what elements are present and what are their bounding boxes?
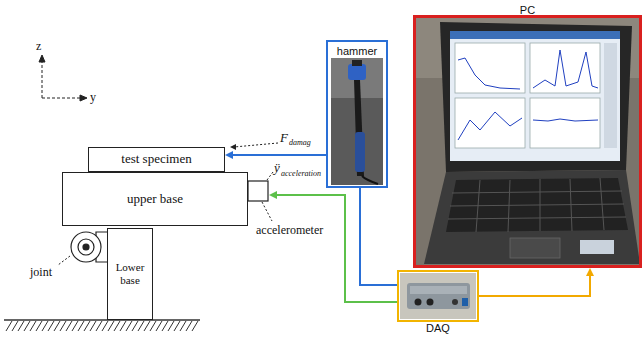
usb-cable bbox=[479, 268, 594, 296]
acceleration-subscript: acceleration bbox=[281, 170, 321, 178]
axis-label: y bbox=[90, 91, 96, 103]
axis-label: z bbox=[36, 40, 41, 52]
laptop-photo bbox=[416, 18, 640, 265]
laptop-photo bbox=[446, 178, 628, 232]
upper-base-box: upper base bbox=[62, 172, 248, 226]
node-text: test specimen bbox=[121, 152, 191, 167]
hammer-photo bbox=[331, 58, 383, 185]
pc-frame: PC bbox=[413, 15, 642, 268]
connector-line bbox=[360, 188, 397, 285]
laptop-photo bbox=[450, 31, 620, 161]
joint-symbol bbox=[71, 232, 101, 262]
laptop-photo bbox=[448, 191, 626, 219]
specimen-box: test specimen bbox=[88, 147, 225, 172]
leader-lines bbox=[58, 143, 278, 265]
node-text: DAQ bbox=[389, 322, 487, 335]
hammer-photo bbox=[362, 176, 378, 184]
leader-lines bbox=[267, 172, 273, 180]
daq-photo bbox=[400, 273, 476, 319]
leader-arrowheads bbox=[230, 144, 236, 150]
part-label: joint bbox=[30, 266, 52, 278]
laptop-photo bbox=[424, 170, 640, 264]
laptop-photo bbox=[455, 43, 525, 93]
laptop-photo bbox=[455, 98, 525, 148]
joint-symbol bbox=[83, 244, 89, 250]
hammer-photo bbox=[348, 64, 366, 80]
daq-photo bbox=[452, 299, 458, 305]
hammer-frame: hammer bbox=[326, 40, 388, 188]
laptop-photo bbox=[604, 43, 617, 148]
leader-arrowheads bbox=[230, 144, 236, 150]
laptop-photo bbox=[580, 240, 614, 254]
arrowhead bbox=[225, 151, 233, 159]
hammer-cable bbox=[360, 188, 397, 285]
daq-photo bbox=[427, 299, 434, 306]
node-text: PC bbox=[416, 4, 639, 17]
laptop-photo bbox=[510, 238, 560, 258]
laptop-photo bbox=[533, 50, 598, 88]
daq-photo bbox=[462, 298, 468, 306]
ground-hatch bbox=[6, 321, 198, 331]
force-connector bbox=[225, 151, 326, 159]
leader-lines bbox=[58, 256, 70, 265]
ground-hatch bbox=[4, 320, 200, 331]
connector-line bbox=[231, 154, 326, 156]
hammer-photo bbox=[355, 132, 365, 172]
hammer-photo bbox=[354, 80, 364, 176]
laptop-photo bbox=[533, 119, 598, 121]
accelerometer-wire bbox=[269, 191, 277, 199]
daq-photo bbox=[410, 286, 467, 294]
axis-arrows bbox=[42, 98, 82, 99]
axis-arrows bbox=[80, 95, 87, 101]
laptop-photo bbox=[530, 98, 600, 148]
laptop-photo bbox=[416, 18, 639, 265]
acceleration-symbol: ÿ bbox=[274, 161, 280, 174]
laptop-photo bbox=[476, 178, 604, 232]
hammer-photo bbox=[352, 60, 362, 66]
node-text: hammer bbox=[328, 42, 386, 58]
axis-arrows bbox=[39, 55, 87, 101]
arrowhead bbox=[586, 268, 594, 276]
lower-base-box: Lower base bbox=[107, 228, 153, 320]
axis-arrows bbox=[39, 55, 45, 62]
ground-hatch bbox=[4, 319, 200, 321]
joint-symbol bbox=[71, 232, 108, 262]
force-subscript: damag bbox=[289, 139, 311, 147]
joint-symbol bbox=[78, 239, 94, 255]
part-label: accelerometer bbox=[256, 224, 323, 236]
laptop-photo bbox=[458, 58, 520, 89]
laptop-photo bbox=[530, 43, 600, 93]
daq-frame: DAQ bbox=[397, 270, 479, 322]
daq-photo bbox=[407, 283, 470, 309]
axis-arrows bbox=[42, 60, 43, 98]
hammer-photo bbox=[331, 58, 383, 185]
force-symbol: F bbox=[280, 131, 288, 144]
laptop-photo bbox=[440, 22, 632, 172]
accelerometer-symbol bbox=[248, 181, 268, 201]
connector-line bbox=[479, 274, 590, 296]
laptop-photo bbox=[458, 112, 522, 140]
leader-lines bbox=[262, 202, 272, 221]
node-text: Lower base bbox=[111, 261, 149, 286]
accelerometer-symbol bbox=[248, 181, 268, 201]
daq-photo bbox=[400, 273, 476, 319]
node-text: upper base bbox=[127, 192, 183, 207]
laptop-photo bbox=[450, 31, 620, 39]
leader-lines bbox=[234, 143, 278, 147]
daq-photo bbox=[415, 299, 422, 306]
